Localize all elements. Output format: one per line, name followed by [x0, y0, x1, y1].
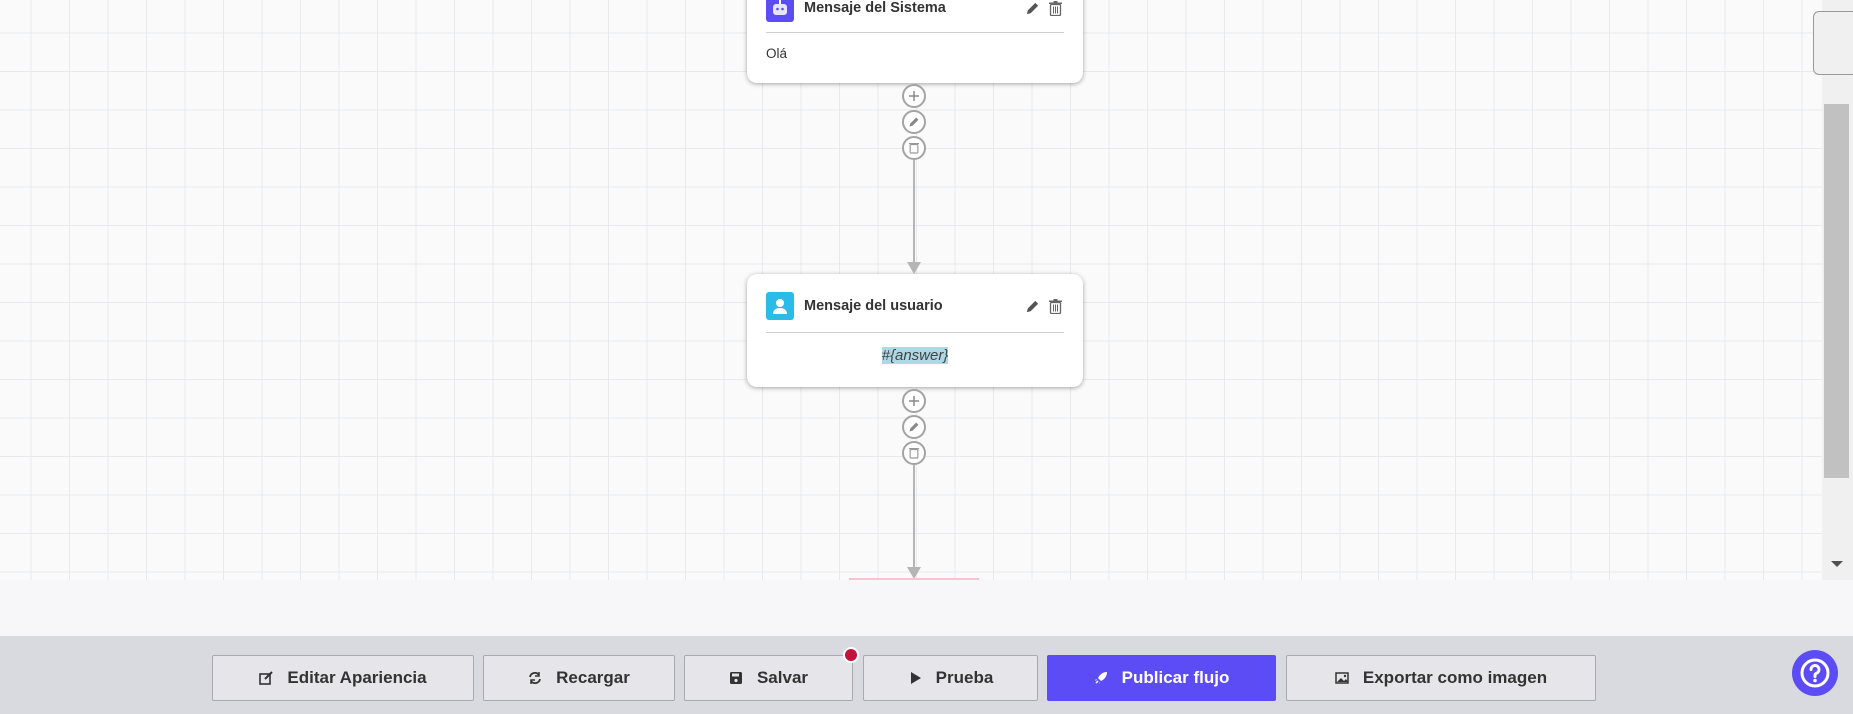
button-label: Recargar: [556, 668, 630, 687]
edit-pencil-icon[interactable]: [1023, 0, 1041, 17]
publish-flow-button[interactable]: Publicar flujo: [1047, 655, 1276, 701]
play-icon: [910, 672, 921, 684]
edit-pencil-icon[interactable]: [1023, 297, 1041, 315]
button-label: Editar Apariencia: [287, 668, 427, 687]
save-button[interactable]: Salvar: [684, 655, 853, 701]
user-message-node[interactable]: Mensaje del usuario #{answer}: [747, 274, 1083, 387]
connector-arrow: [907, 567, 921, 579]
rocket-icon: [1094, 672, 1107, 684]
floppy-disk-icon: [729, 672, 742, 684]
system-message-node[interactable]: Mensaje del Sistema Olá: [747, 0, 1083, 83]
add-node-button[interactable]: [902, 84, 926, 108]
button-label: Prueba: [935, 668, 994, 687]
delete-connection-button[interactable]: [902, 441, 926, 465]
edit-square-icon: [259, 671, 274, 685]
node-content: Olá: [766, 46, 788, 61]
vertical-scrollbar[interactable]: [1822, 0, 1853, 580]
connector-arrow: [907, 262, 921, 274]
connector-line: [913, 465, 915, 569]
edit-connection-button[interactable]: [902, 415, 926, 439]
node-content: #{answer}: [881, 347, 949, 364]
scrollbar-thumb[interactable]: [1824, 104, 1849, 478]
edit-appearance-button[interactable]: Editar Apariencia: [212, 655, 474, 701]
image-icon: [1335, 672, 1349, 684]
add-node-button[interactable]: [902, 389, 926, 413]
edit-connection-button[interactable]: [902, 110, 926, 134]
node-title: Mensaje del Sistema: [804, 0, 946, 16]
trash-icon[interactable]: [1046, 297, 1064, 315]
export-image-button[interactable]: Exportar como imagen: [1286, 655, 1596, 701]
node-title: Mensaje del usuario: [804, 298, 943, 314]
trash-icon[interactable]: [1046, 0, 1064, 17]
scroll-down-arrow-icon[interactable]: [1831, 561, 1843, 567]
connector-line: [913, 160, 915, 264]
button-label: Exportar como imagen: [1362, 668, 1548, 687]
test-button[interactable]: Prueba: [863, 655, 1038, 701]
flow-canvas[interactable]: Mensaje del Sistema Olá Mensaje del usua…: [0, 0, 1822, 580]
bottom-toolbar: Editar Apariencia Recargar Salvar Prueba…: [0, 636, 1853, 714]
button-label: Publicar flujo: [1121, 668, 1230, 687]
reload-button[interactable]: Recargar: [483, 655, 675, 701]
unsaved-changes-dot: [843, 647, 859, 663]
next-node-edge: [849, 578, 979, 580]
delete-connection-button[interactable]: [902, 136, 926, 160]
help-button[interactable]: [1792, 650, 1838, 696]
button-label: Salvar: [756, 668, 809, 687]
robot-icon: [766, 0, 794, 22]
question-mark-icon: [1800, 658, 1830, 688]
refresh-icon: [529, 672, 542, 684]
user-icon: [766, 292, 794, 320]
minimap-panel[interactable]: [1813, 11, 1853, 75]
